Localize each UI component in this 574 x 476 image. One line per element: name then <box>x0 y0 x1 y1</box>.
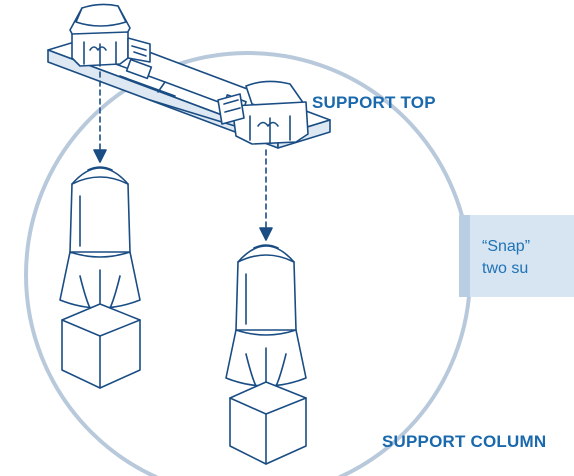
callout-text: “Snap” two su <box>482 236 574 280</box>
support-column-right <box>225 244 307 465</box>
support-top-label: SUPPORT TOP <box>312 93 436 112</box>
callout-line-2: two su <box>482 260 529 277</box>
dashed-down-arrow-right <box>259 149 273 241</box>
support-column-left <box>59 166 141 389</box>
support-top-part <box>47 3 331 149</box>
callout-box <box>459 215 574 297</box>
right-connector-block <box>217 80 309 145</box>
left-connector-block <box>69 3 151 67</box>
callout-accent-bar <box>459 215 470 297</box>
support-column-label: SUPPORT COLUMN <box>382 432 547 451</box>
dashed-down-arrow-left <box>93 71 107 163</box>
callout-line-1: “Snap” <box>482 238 531 255</box>
